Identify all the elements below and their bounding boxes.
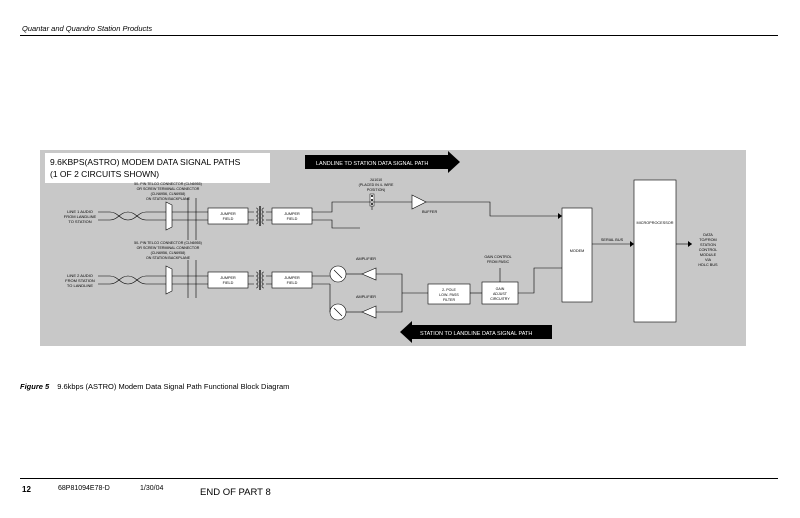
- page-number: 12: [22, 485, 31, 494]
- header-title: Quantar and Quandro Station Products: [22, 24, 153, 33]
- jumper-field-2a: [207, 271, 249, 289]
- data-out-l1: DATA: [703, 233, 713, 237]
- jumper-field-1a-l1: JUMPER: [220, 212, 236, 216]
- header-rule: [20, 35, 778, 36]
- amplifier-2: [361, 305, 377, 319]
- microprocessor-box: [633, 179, 677, 323]
- connector1-symbol: [165, 201, 173, 231]
- jumper-field-2a-l2: FIELD: [223, 281, 234, 285]
- line2-label-2: FROM STATION: [65, 278, 95, 283]
- jumper-field-1b: [271, 207, 313, 225]
- connector2-line2: OR SCREW TERMINAL CONNECTOR: [137, 246, 200, 250]
- data-out-l2: TO/FROM: [699, 238, 716, 242]
- jumper-field-1a: [207, 207, 249, 225]
- lowpass-filter-box: [427, 283, 471, 305]
- jumper-note-l1: JU1010: [370, 178, 382, 182]
- diagram-title-line2: (1 OF 2 CIRCUITS SHOWN): [50, 169, 159, 179]
- line1-label-1: LINE 1 AUDIO: [67, 209, 93, 214]
- connector1-line2: OR SCREW TERMINAL CONNECTOR: [137, 187, 200, 191]
- amplifier-1: [361, 267, 377, 281]
- connector1-line3: (CLN6956, CLN6958): [151, 192, 186, 196]
- microprocessor-label: MICROPROCESSOR: [637, 221, 674, 225]
- line2-label-3: TO LANDLINE: [67, 283, 93, 288]
- end-of-part: END OF PART 8: [200, 487, 271, 498]
- jumper-field-2b-l2: FIELD: [287, 281, 298, 285]
- modem-label: MODEM: [570, 249, 585, 253]
- filter-l2: LOW- PASS: [439, 293, 459, 297]
- transformer-1: [255, 206, 265, 226]
- modem-box: [561, 207, 593, 303]
- data-out-l3: STATION: [700, 243, 716, 247]
- line2-wires: [98, 275, 166, 285]
- jumper-field-1b-l1: JUMPER: [284, 212, 300, 216]
- gain-adjust-l1: GAIN: [496, 287, 505, 291]
- block-diagram: 9.6KBPS(ASTRO) MODEM DATA SIGNAL PATHS (…: [40, 150, 746, 346]
- amplifier-label-2: AMPLIFIER: [356, 295, 376, 299]
- jumper-note-l3: POSITION): [367, 188, 385, 192]
- jumper-note-l2: (PLACED IN 4- WIRE: [359, 183, 394, 187]
- data-out-l7: HDLC BUS: [698, 263, 718, 267]
- connector2-symbol: [165, 265, 173, 295]
- figure-caption-text: 9.6kbps (ASTRO) Modem Data Signal Path F…: [57, 382, 290, 391]
- banner-arrow-top: [305, 151, 460, 173]
- jumper-field-1b-l2: FIELD: [287, 217, 298, 221]
- data-out-l5: MODULE: [700, 253, 717, 257]
- gain-control-l2: FROM PASIC: [487, 260, 510, 264]
- connector2-line1: 50- PIN TELCO CONNECTOR (CLN6955): [134, 241, 202, 245]
- line1-label-3: TO STATION: [68, 219, 91, 224]
- jumper-field-1a-l2: FIELD: [223, 217, 234, 221]
- ju1010-symbol: [369, 193, 375, 207]
- data-out-l6: VIA: [705, 258, 712, 262]
- connector1-line1: 50- PIN TELCO CONNECTOR (CLN6955): [134, 182, 202, 186]
- diagram-title-box: [45, 153, 270, 183]
- line1-label-2: FROM LANDLINE: [64, 214, 97, 219]
- banner-top-label: LANDLINE TO STATION DATA SIGNAL PATH: [316, 161, 428, 167]
- data-out-l4: CONTROL: [699, 248, 718, 252]
- document-number: 68P81094E78-D: [58, 485, 110, 492]
- banner-arrow-bottom: [400, 321, 552, 343]
- buffer-label: BUFFER: [422, 210, 437, 214]
- gain-adjust-box: [481, 281, 519, 305]
- filter-l1: 2- POLE: [442, 288, 456, 292]
- transformer-2: [255, 270, 265, 290]
- jumper-field-2b: [271, 271, 313, 289]
- line2-label-1: LINE 2 AUDIO: [67, 273, 93, 278]
- line1-wires: [98, 211, 166, 221]
- amplifier-label-1: AMPLIFIER: [356, 257, 376, 261]
- footer-rule: [20, 478, 778, 479]
- figure-label: Figure 5: [20, 382, 50, 391]
- serial-bus-label: SERIAL BUS: [601, 238, 624, 242]
- diagram-title-line1: 9.6KBPS(ASTRO) MODEM DATA SIGNAL PATHS: [50, 157, 241, 167]
- gain-control-l1: GAIN CONTROL: [484, 255, 511, 259]
- document-date: 1/30/04: [140, 485, 164, 492]
- jumper-field-2a-l1: JUMPER: [220, 276, 236, 280]
- connector2-line4: ON STATION BACKPLANE: [146, 256, 191, 260]
- gain-adjust-l2: ADJUST: [493, 292, 508, 296]
- figure-caption: Figure 5 9.6kbps (ASTRO) Modem Data Signa…: [20, 382, 289, 391]
- jumper-field-2b-l1: JUMPER: [284, 276, 300, 280]
- gain-adjust-l3: CIRCUITRY: [490, 297, 510, 301]
- banner-bottom-label: STATION TO LANDLINE DATA SIGNAL PATH: [420, 331, 532, 337]
- connector2-line3: (CLN6956, CLN6958): [151, 251, 186, 255]
- connector1-line4: ON STATION BACKPLANE: [146, 197, 191, 201]
- buffer-symbol: [411, 194, 427, 210]
- filter-l3: FILTER: [443, 298, 456, 302]
